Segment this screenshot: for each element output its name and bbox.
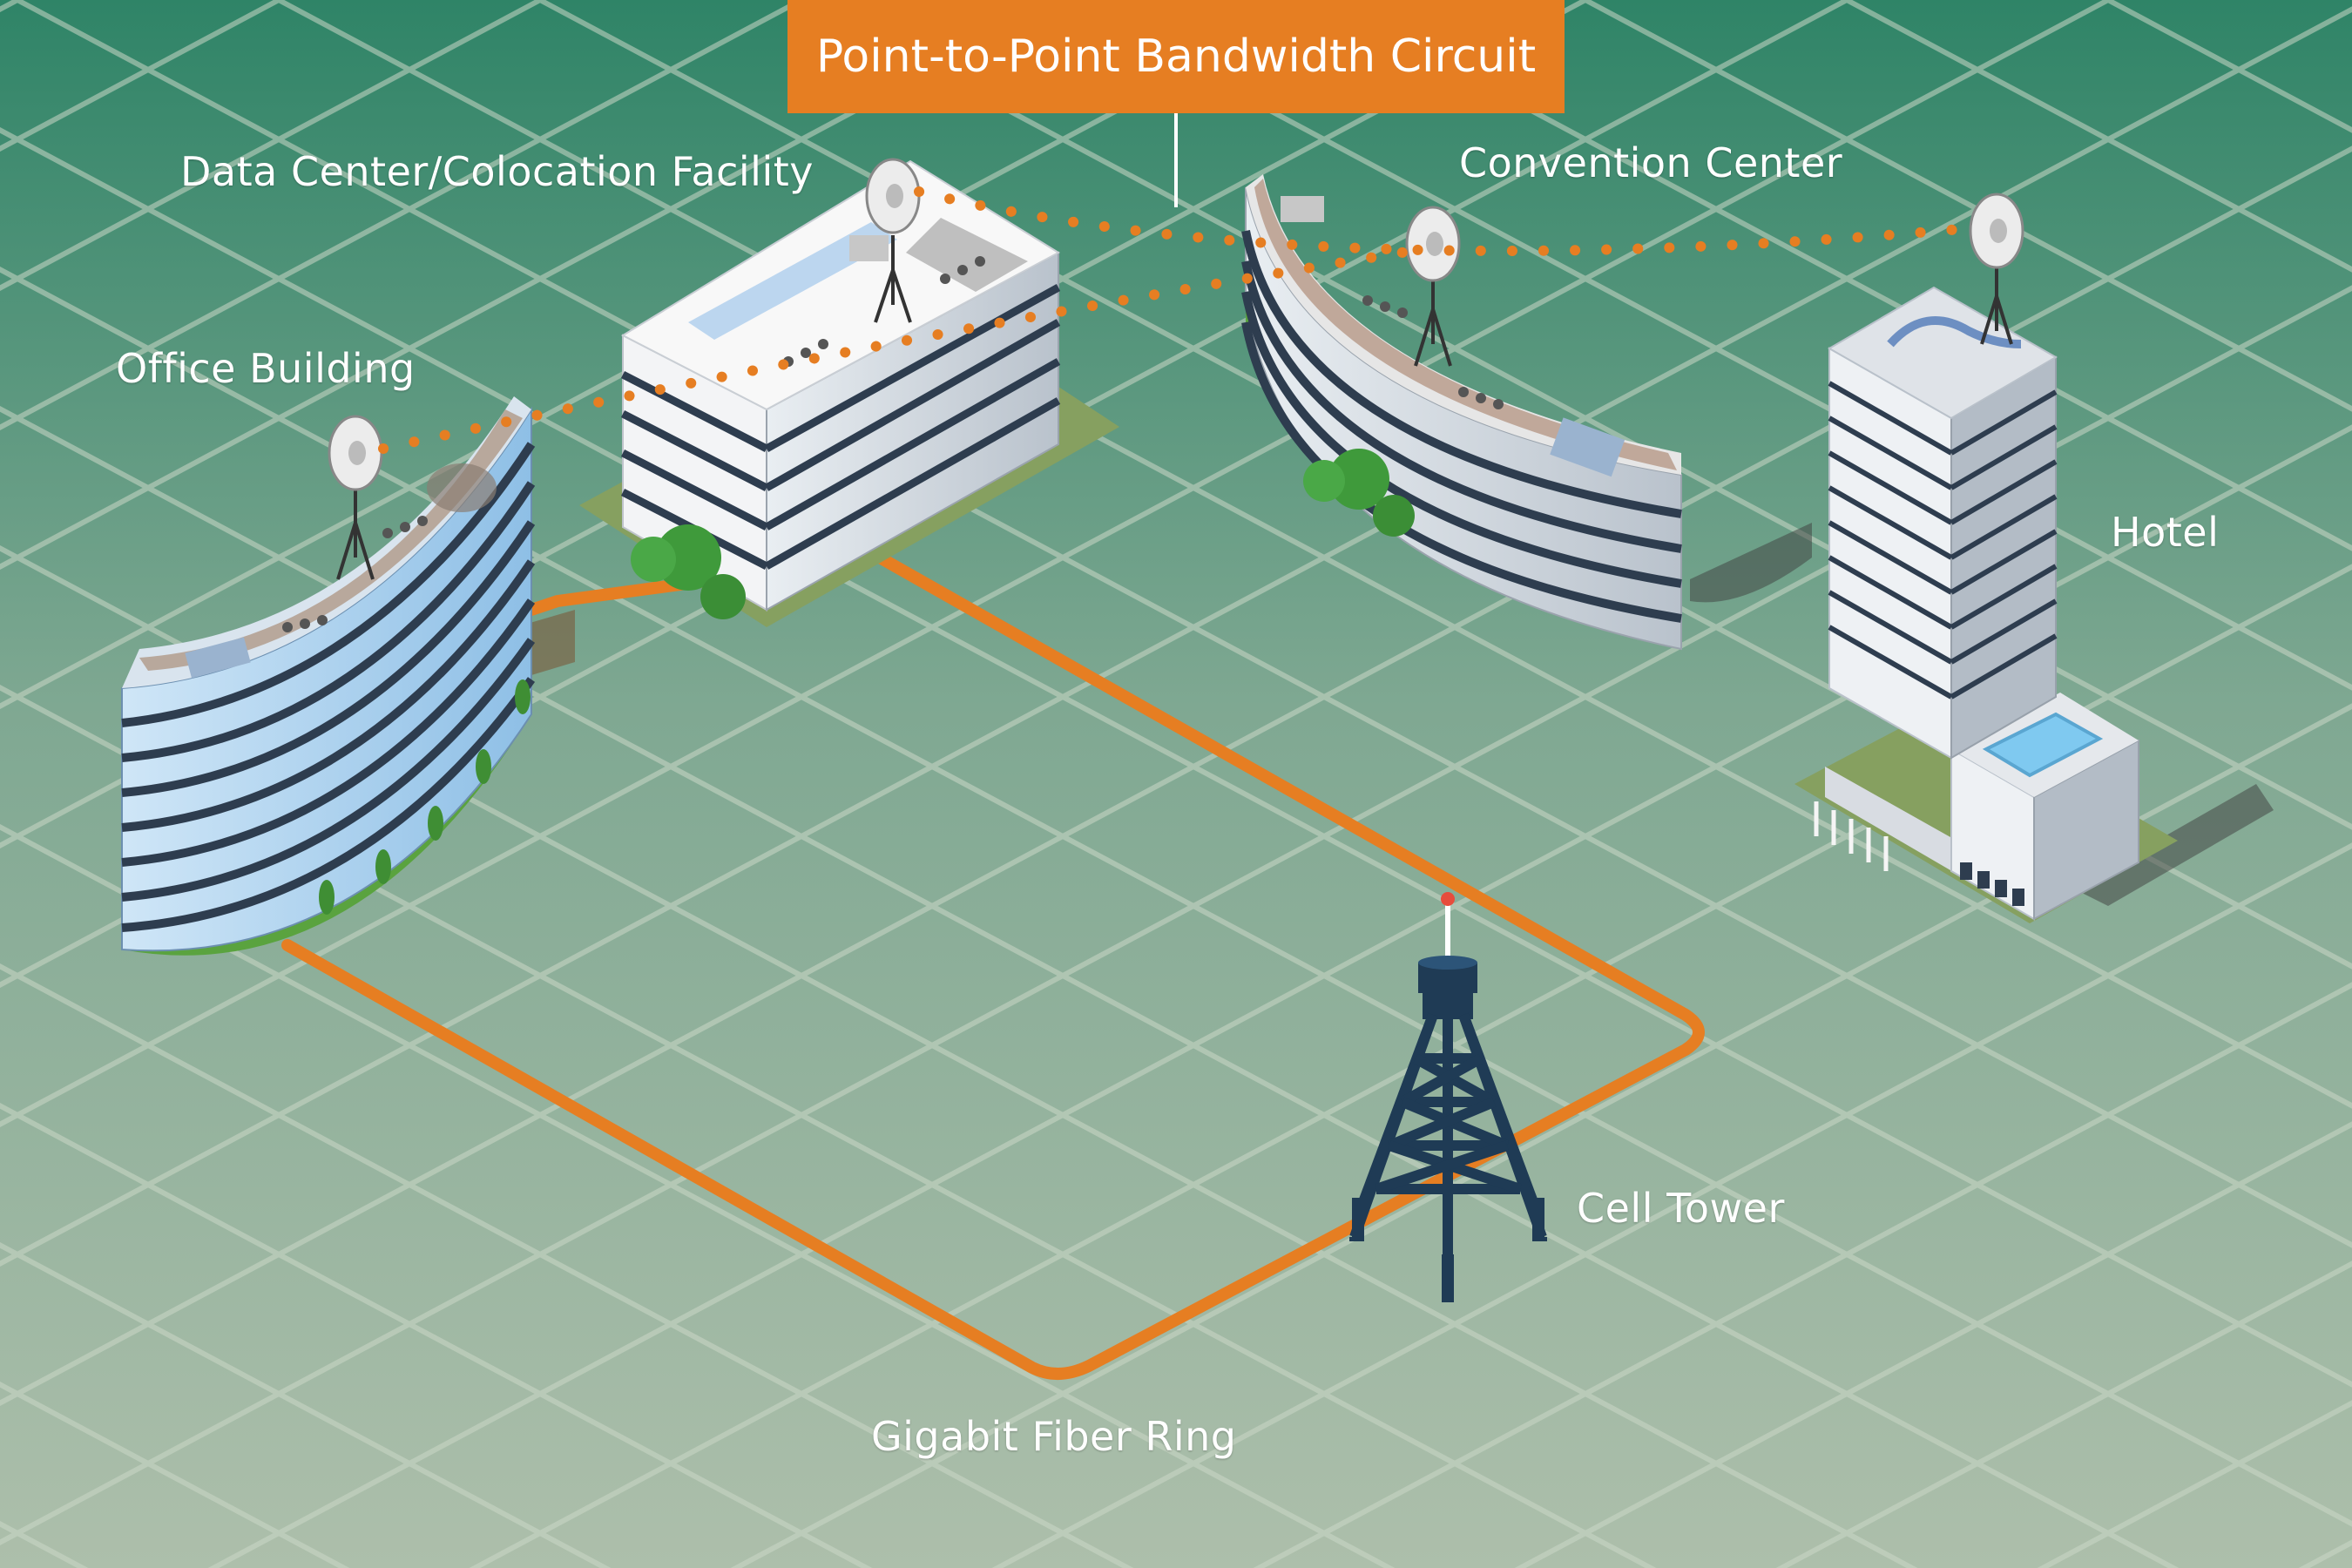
data-center-building (579, 159, 1119, 627)
link-office-to-convention (378, 243, 1434, 454)
microwave-dish-icon (1405, 206, 1461, 367)
wireless-links (378, 186, 1976, 454)
label-hotel: Hotel (2111, 509, 2220, 556)
microwave-dish-icon (328, 415, 383, 580)
diagram-title: Point-to-Point Bandwidth Circuit (815, 30, 1537, 83)
link-datacenter-to-hotel (914, 186, 1976, 256)
label-cell-tower: Cell Tower (1577, 1185, 1785, 1232)
convention-center-building (1241, 174, 1812, 651)
fiber-ring-path (281, 551, 1705, 1381)
label-data-center: Data Center/Colocation Facility (180, 148, 814, 195)
cell-tower-icon (1349, 892, 1547, 1302)
hotel-building (1794, 286, 2274, 923)
title-banner: Point-to-Point Bandwidth Circuit (787, 0, 1565, 113)
label-convention-center: Convention Center (1459, 139, 1843, 186)
label-fiber-ring: Gigabit Fiber Ring (871, 1413, 1237, 1460)
office-building (121, 396, 575, 956)
microwave-dish-icon (1969, 193, 2024, 345)
microwave-dish-icon (865, 158, 921, 323)
label-office-building: Office Building (116, 345, 416, 392)
